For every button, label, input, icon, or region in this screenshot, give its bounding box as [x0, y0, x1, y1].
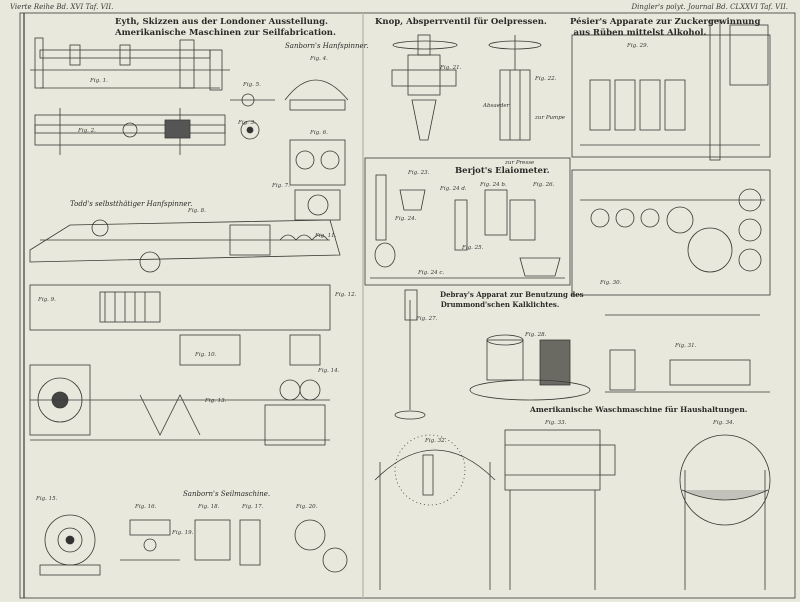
label-zur-pumpe: zur Pumpe: [535, 115, 566, 121]
fig8-drawing: [29, 219, 341, 273]
fig-label: Fig. 30.: [600, 280, 622, 286]
fig-label: Fig. 24 b.: [480, 182, 507, 188]
fig1-drawing: [30, 37, 230, 91]
fig-label: Fig. 12.: [335, 292, 357, 298]
fig-label: Fig. 28.: [525, 332, 547, 338]
fig30-drawing: [571, 169, 771, 296]
fig-label: Fig. 24.: [395, 216, 417, 222]
fig-label: Fig. 6.: [310, 130, 328, 136]
title-debray-line2: Drummond'schen Kalklichtes.: [440, 300, 560, 309]
fig-label: Fig. 24 c.: [418, 270, 445, 276]
fig-label: Fig. 17.: [242, 504, 264, 510]
fig-label: Fig. 15.: [36, 496, 58, 502]
title-debray: Debray's Apparat zur Benutzung des Drumm…: [440, 290, 584, 310]
fig-label: Fig. 5.: [243, 82, 261, 88]
fig-label: Fig. 13.: [205, 398, 227, 404]
label-absaeder: Absaeder: [483, 103, 510, 109]
fig-label: Fig. 1.: [90, 78, 108, 84]
fig-label: Fig. 33.: [545, 420, 567, 426]
header-right: Dingler's polyt. Journal Bd. CLXXVI Taf.…: [631, 3, 788, 11]
fig12-13-drawing: [29, 364, 330, 446]
fig-label: Fig. 8.: [188, 208, 206, 214]
fig-label: Fig. 24 d.: [440, 186, 467, 192]
fig-label: Fig. 31.: [675, 343, 697, 349]
fig-label: Fig. 26.: [533, 182, 555, 188]
fig-label: Fig. 7.: [272, 183, 290, 189]
fig-label: Fig. 18.: [198, 504, 220, 510]
fig33-drawing: [504, 429, 616, 590]
fig-label: Fig. 10.: [195, 352, 217, 358]
fig-label: Fig. 4.: [310, 56, 328, 62]
fig-label: Fig. 16.: [135, 504, 157, 510]
title-todd: Todd's selbstthätiger Hanfspinner.: [70, 200, 193, 208]
title-eyth-line2: Amerikanische Maschinen zur Seilfabricat…: [115, 28, 336, 38]
title-berjot: Berjot's Elaiometer.: [455, 166, 550, 176]
fig-label: Fig. 29.: [627, 43, 649, 49]
title-pesier-line1: Pésier's Apparate zur Zuckergewinnung: [570, 17, 761, 27]
fig31-drawing: [605, 314, 770, 393]
label-zur-presse: zur Presse: [505, 160, 535, 166]
fig-label: Fig. 34.: [713, 420, 735, 426]
fig-label: Fig. 19.: [172, 530, 194, 536]
fig15-20-drawing: [39, 514, 348, 576]
fig9-10-drawing: [29, 284, 331, 366]
fig29-drawing: [571, 19, 771, 161]
fig2-drawing: [34, 108, 226, 155]
title-sanborn-hanf: Sanborn's Hanfspinner.: [285, 42, 369, 50]
title-debray-line1: Debray's Apparat zur Benutzung des: [440, 290, 584, 299]
fig-label: Fig. 22.: [535, 76, 557, 82]
fig34-drawing: [679, 434, 771, 590]
title-eyth: Eyth, Skizzen aus der Londoner Ausstellu…: [115, 17, 336, 39]
fig-label: Fig. 14.: [318, 368, 340, 374]
fig-label: Fig. 2.: [78, 128, 96, 134]
title-wasch: Amerikanische Waschmaschine für Haushalt…: [530, 405, 748, 414]
fig22-drawing: [488, 35, 542, 141]
title-sanborn-seil: Sanborn's Seilmaschine.: [183, 490, 271, 498]
berjot-drawing: [364, 157, 571, 286]
header-left: Vierte Reihe Bd. XVI Taf. VII.: [10, 3, 114, 11]
fig3-5-drawing: [230, 93, 275, 140]
fig-label: Fig. 27.: [416, 316, 438, 322]
title-knop: Knop, Absperrventil für Oelpressen.: [375, 17, 547, 27]
fig-label: Fig. 11.: [315, 233, 337, 239]
fig-label: Fig. 9.: [38, 297, 56, 303]
fig32-drawing: [374, 434, 496, 590]
title-eyth-line1: Eyth, Skizzen aus der Londoner Ausstellu…: [115, 17, 328, 27]
fig-label: Fig. 20.: [296, 504, 318, 510]
fig21-drawing: [391, 34, 458, 141]
title-pesier: Pésier's Apparate zur Zuckergewinnung au…: [570, 17, 761, 39]
plate-frame: [19, 12, 796, 599]
fig-label: Fig. 23.: [408, 170, 430, 176]
fig-label: Fig. 3.: [238, 120, 256, 126]
fig-label: Fig. 21.: [440, 65, 462, 71]
fig-label: Fig. 25.: [462, 245, 484, 251]
debray-drawing: [394, 289, 591, 420]
title-pesier-line2: aus Rüben mittelst Alkohol.: [573, 28, 707, 38]
fig4-7-drawing: [284, 79, 349, 221]
fig-label: Fig. 32.: [425, 438, 447, 444]
